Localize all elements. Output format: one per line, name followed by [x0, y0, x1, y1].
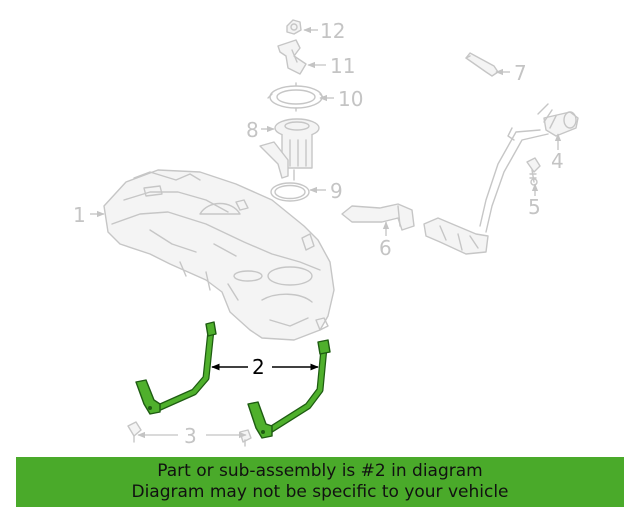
callout-11: 11	[330, 54, 355, 78]
part-2-strap-left	[135, 321, 217, 415]
part-12-nut	[286, 19, 302, 35]
info-banner: Part or sub-assembly is #2 in diagram Di…	[16, 457, 624, 507]
part-3-bolt-left	[127, 421, 142, 443]
part-8-fuel-pump	[259, 118, 320, 181]
callout-10: 10	[338, 87, 363, 111]
banner-line-1: Part or sub-assembly is #2 in diagram	[157, 461, 483, 481]
part-4-filler-pipe	[423, 103, 579, 255]
callout-4: 4	[551, 149, 564, 173]
leader-lines	[90, 26, 562, 439]
parts-diagram: 12 11 10 8 9 7 4 5 6 1 3 2	[73, 19, 579, 448]
banner-line-2: Diagram may not be specific to your vehi…	[131, 482, 509, 502]
part-10-lock-ring	[267, 82, 325, 112]
part-7-clip	[465, 52, 499, 77]
callout-2: 2	[252, 355, 265, 379]
callout-3: 3	[184, 424, 197, 448]
part-1-fuel-tank	[103, 169, 335, 341]
callout-1: 1	[73, 203, 86, 227]
part-3-bolt-right	[239, 429, 252, 447]
callout-9: 9	[330, 179, 343, 203]
part-2-strap-right	[247, 339, 331, 439]
callout-12: 12	[320, 19, 345, 43]
callout-6: 6	[379, 236, 392, 260]
part-6-hose	[341, 203, 415, 231]
callout-8: 8	[246, 118, 259, 142]
callout-7: 7	[514, 61, 527, 85]
part-5-bolt	[526, 157, 541, 186]
part-9-gasket	[270, 182, 310, 202]
callout-5: 5	[528, 195, 541, 219]
part-11-bracket	[277, 39, 307, 75]
